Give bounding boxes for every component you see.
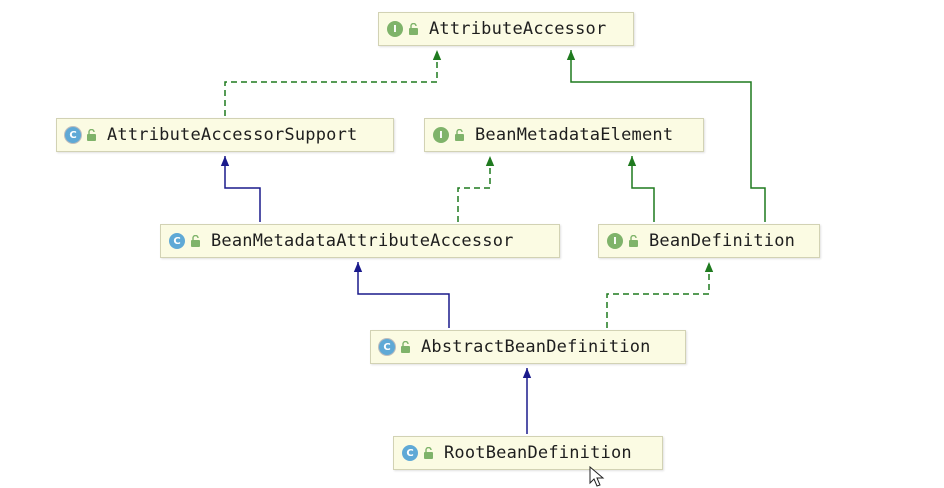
edge-beandefinition-extends-attributeaccessor [566,50,766,222]
interface-badge-icon: I [387,21,403,37]
node-abstractbeandefinition[interactable]: C AbstractBeanDefinition [370,330,686,364]
node-rootbeandefinition[interactable]: C RootBeanDefinition [393,436,663,470]
class-name-label: RootBeanDefinition [444,443,632,463]
public-lock-icon [191,235,200,247]
edge-abstractbeandefinition-implements-beandefinition [606,262,714,328]
node-attributeaccessorsupport[interactable]: C AttributeAccessorSupport [56,118,394,152]
node-beanmetadataelement[interactable]: I BeanMetadataElement [424,118,704,152]
class-badge-icon: C [169,233,185,249]
public-lock-icon [401,341,410,353]
class-badge-icon: C [402,445,418,461]
node-beanmetadataattributeaccessor[interactable]: C BeanMetadataAttributeAccessor [160,224,560,258]
node-beandefinition[interactable]: I BeanDefinition [598,224,820,258]
mouse-cursor-icon [589,466,605,487]
class-name-label: BeanMetadataElement [475,125,674,145]
edge-attributeaccessorsupport-implements-attributeaccessor [224,50,442,116]
node-attributeaccessor[interactable]: I AttributeAccessor [378,12,634,46]
edge-beanmetadataattributeaccessor-extends-attributeaccessorsupport [220,156,261,222]
public-lock-icon [455,129,464,141]
public-lock-icon [87,129,96,141]
class-name-label: BeanDefinition [649,231,796,251]
class-name-label: AttributeAccessorSupport [107,125,358,145]
public-lock-icon [629,235,638,247]
public-lock-icon [409,23,418,35]
abstract-class-badge-icon: C [65,127,81,143]
class-name-label: AttributeAccessor [429,19,607,39]
edge-beandefinition-extends-beanmetadataelement [627,156,655,222]
edge-beanmetadataattributeaccessor-implements-beanmetadataelement [457,156,495,222]
public-lock-icon [424,447,433,459]
interface-badge-icon: I [433,127,449,143]
class-name-label: AbstractBeanDefinition [421,337,651,357]
edge-abstractbeandefinition-extends-beanmetadataattributeaccessor [353,262,450,328]
interface-badge-icon: I [607,233,623,249]
abstract-class-badge-icon: C [379,339,395,355]
class-name-label: BeanMetadataAttributeAccessor [211,231,514,251]
